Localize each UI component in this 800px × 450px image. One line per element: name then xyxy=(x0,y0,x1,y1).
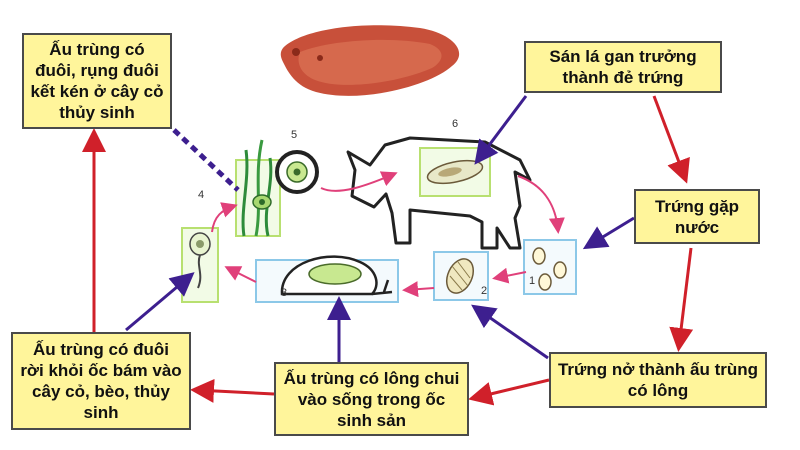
stage-number-5: 5 xyxy=(291,129,297,141)
purple-arrow-to-ciliated xyxy=(471,304,549,360)
red-arrow-adult-to-water xyxy=(652,95,690,184)
stage-number-4: 4 xyxy=(198,189,204,201)
label-larva-tail-cyst: Ấu trùng có đuôi, rụng đuôi kết kén ở câ… xyxy=(22,33,172,129)
stage-number-6: 6 xyxy=(452,118,458,130)
stage-3-snail-box xyxy=(255,255,399,303)
stage-5-cyst-box xyxy=(235,139,319,237)
stage-number-3: 3 xyxy=(281,287,287,299)
label-tail-leaves-snail: Ấu trùng có đuôi rời khỏi ốc bám vào cây… xyxy=(11,332,191,430)
pink-arrow-tailed-to-cyst xyxy=(211,202,238,233)
purple-arrow-to-tailed-larva xyxy=(125,272,195,332)
label-egg-hatch: Trứng nở thành ấu trùng có lông xyxy=(549,352,767,408)
purple-dashed-arrow-to-cyst xyxy=(172,128,240,192)
stage-1-eggs-box xyxy=(523,239,577,295)
red-arrow-water-to-hatch xyxy=(669,247,694,352)
pink-arrow-snail-to-tailed xyxy=(224,266,257,283)
stage-number-2: 2 xyxy=(481,285,487,297)
purple-arrow-to-adult-fluke xyxy=(474,95,528,165)
red-arrow-snail-to-leave xyxy=(190,378,275,403)
stage-number-1: 1 xyxy=(529,275,535,287)
label-adult-eggs: Sán lá gan trưởng thành đẻ trứng xyxy=(524,41,722,93)
pink-arrow-eggs-to-ciliated xyxy=(492,267,527,284)
stage-2-ciliated-larva-box xyxy=(433,251,489,301)
stage-4-tailed-larva-box xyxy=(181,227,219,303)
liver-fluke-image xyxy=(280,25,460,96)
red-arrow-hatch-to-snail xyxy=(468,378,550,406)
pink-arrow-cyst-to-cow xyxy=(320,171,398,192)
label-ciliated-snail: Ấu trùng có lông chui vào sống trong ốc … xyxy=(274,362,469,436)
purple-arrow-to-eggs xyxy=(582,216,635,250)
label-egg-water: Trứng gặp nước xyxy=(634,189,760,244)
pink-arrow-cow-to-eggs xyxy=(517,175,565,234)
pink-arrow-ciliated-to-snail xyxy=(402,281,435,298)
cow-host xyxy=(346,136,532,250)
